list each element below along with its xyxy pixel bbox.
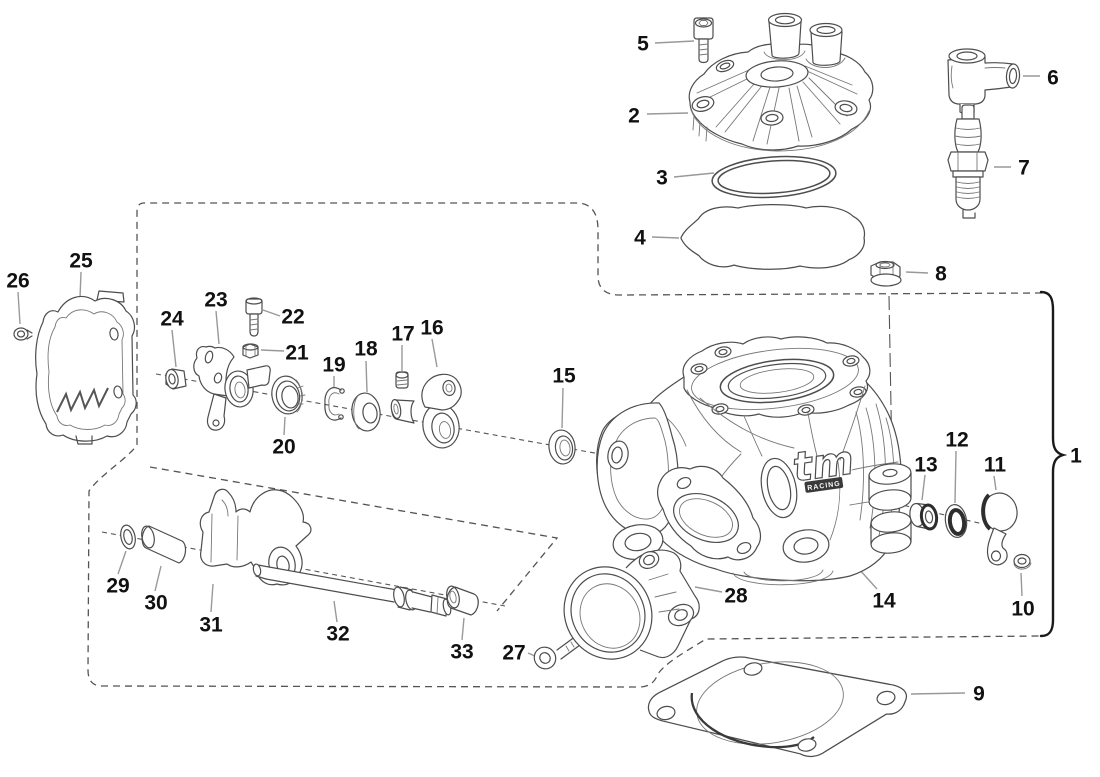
part-label-22: 22 xyxy=(281,306,304,329)
part-drawing-3-o-ring xyxy=(711,155,837,199)
part-drawing-11-valve-cover xyxy=(981,492,1018,566)
part-drawing-29-o-ring xyxy=(120,524,136,550)
part-drawing-30-spacer xyxy=(141,525,187,564)
part-label-18: 18 xyxy=(354,338,378,361)
part-drawing-24-nut xyxy=(165,368,187,390)
part-drawing-15-seal xyxy=(548,429,576,465)
dashed-boundaries xyxy=(87,202,1043,688)
part-drawing-33-sleeve xyxy=(446,585,479,616)
part-label-15: 15 xyxy=(552,365,576,388)
part-drawing-4-gasket xyxy=(680,204,866,270)
part-label-13: 13 xyxy=(914,454,937,477)
part-drawing-9-base-gasket xyxy=(647,656,908,758)
part-label-23: 23 xyxy=(204,289,227,312)
part-label-31: 31 xyxy=(199,614,223,637)
part-label-14: 14 xyxy=(872,590,896,613)
part-drawing-7-spark-plug xyxy=(947,104,989,219)
part-drawing-12-o-ring xyxy=(944,503,968,539)
part-drawing-25-side-cover xyxy=(35,290,137,445)
part-drawing-17-set-screw xyxy=(395,371,409,389)
part-label-26: 26 xyxy=(6,270,29,293)
part-drawing-20-ring xyxy=(271,375,306,415)
part-label-24: 24 xyxy=(160,308,184,331)
part-drawing-27-bolt xyxy=(533,635,581,670)
part-drawing-2-head-cover xyxy=(688,12,874,152)
part-label-8: 8 xyxy=(935,263,947,286)
part-label-5: 5 xyxy=(637,33,649,56)
part-drawing-18-roller xyxy=(351,392,381,432)
part-drawing-6-spark-plug-cap xyxy=(947,48,1021,115)
part-label-4: 4 xyxy=(634,227,646,250)
part-label-12: 12 xyxy=(945,429,968,452)
part-drawing-22-bolt xyxy=(245,297,263,337)
part-drawing-16-actuator-cover xyxy=(390,373,462,449)
part-label-1: 1 xyxy=(1070,445,1082,468)
part-labels: 1234567891011121314151617181920212223242… xyxy=(6,33,1082,706)
part-drawing-21-nut xyxy=(242,343,259,359)
part-label-29: 29 xyxy=(106,575,129,598)
part-label-25: 25 xyxy=(69,250,93,273)
part-label-33: 33 xyxy=(450,641,473,664)
part-label-30: 30 xyxy=(144,592,167,615)
main-boundary-outline xyxy=(87,202,1043,688)
part-drawing-19-circlip xyxy=(324,387,345,421)
inner-boundary-line xyxy=(149,466,559,612)
part-label-6: 6 xyxy=(1047,67,1059,90)
tm-logo-subtext: RACING xyxy=(807,481,841,493)
part-label-10: 10 xyxy=(1011,598,1034,621)
part-label-21: 21 xyxy=(285,342,309,365)
part-label-20: 20 xyxy=(272,436,295,459)
part-label-11: 11 xyxy=(984,454,1007,477)
part-drawing-13-bushing xyxy=(909,502,939,531)
leader-lines xyxy=(17,40,1040,695)
part-label-32: 32 xyxy=(326,623,349,646)
part-label-17: 17 xyxy=(391,323,414,346)
part-drawing-26-screw xyxy=(13,327,33,341)
part-label-27: 27 xyxy=(502,642,525,665)
part-label-3: 3 xyxy=(656,167,668,190)
part-drawing-28-exhaust-flange xyxy=(563,549,700,660)
part-label-2: 2 xyxy=(628,105,640,128)
part-drawing-10-nut xyxy=(1013,553,1032,570)
part-drawing-8-nut xyxy=(870,260,902,287)
part-drawing-23-lever xyxy=(193,345,271,431)
group-brace xyxy=(1039,290,1068,638)
part-label-16: 16 xyxy=(420,317,443,340)
part-label-19: 19 xyxy=(322,354,345,377)
part-label-9: 9 xyxy=(973,683,985,706)
tm-logo: tm RACING xyxy=(789,437,857,493)
part-label-7: 7 xyxy=(1018,157,1030,180)
part-drawing-32-shaft xyxy=(252,563,452,617)
part-drawing-14-cylinder: tm RACING xyxy=(596,336,912,586)
part-drawing-5-bolt xyxy=(693,17,714,64)
part-label-28: 28 xyxy=(724,585,748,608)
